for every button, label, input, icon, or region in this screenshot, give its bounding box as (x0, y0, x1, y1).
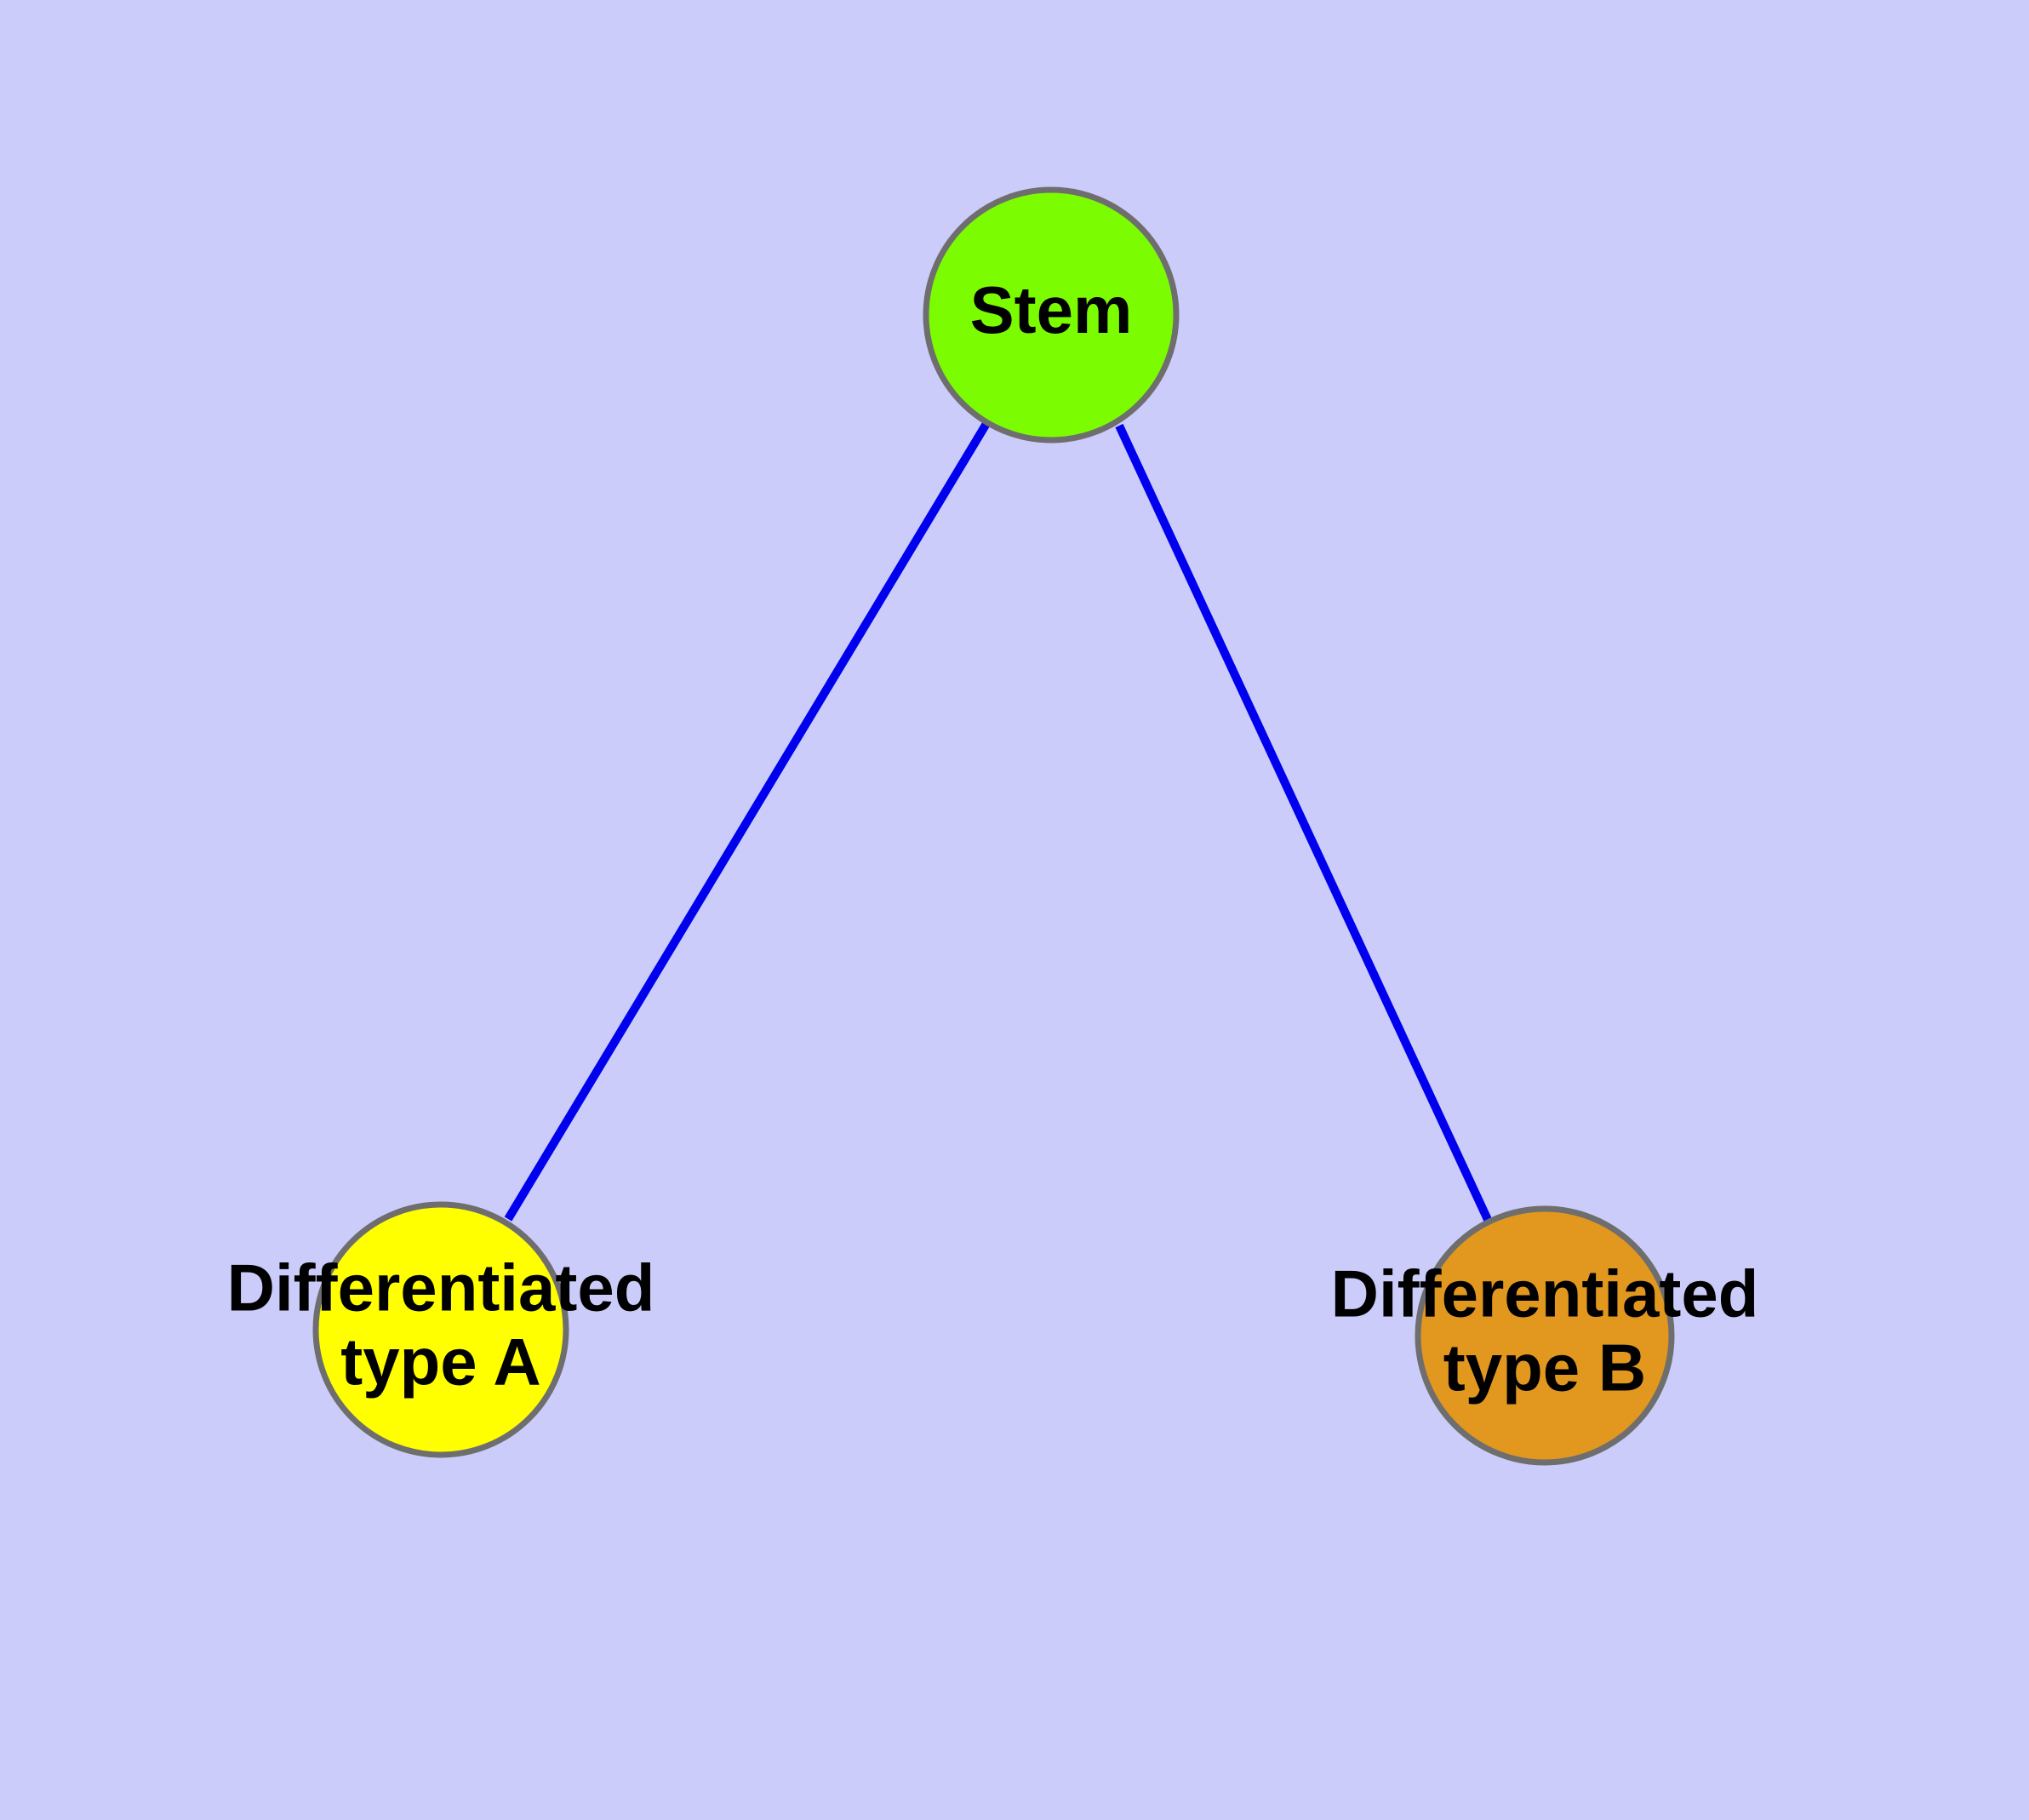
node-stem-label: Stem (970, 272, 1133, 347)
edge-stem-to-differentiated-type-b[interactable] (1115, 423, 1494, 1226)
edge-stem-to-differentiated-type-a[interactable] (504, 420, 992, 1222)
node-stem[interactable]: Stem (923, 186, 1180, 444)
node-stem-circle[interactable] (923, 186, 1180, 444)
node-differentiated-type-a-circle[interactable] (312, 1201, 569, 1458)
node-differentiated-type-b-circle[interactable] (1415, 1205, 1675, 1466)
edges-layer (504, 420, 1494, 1226)
